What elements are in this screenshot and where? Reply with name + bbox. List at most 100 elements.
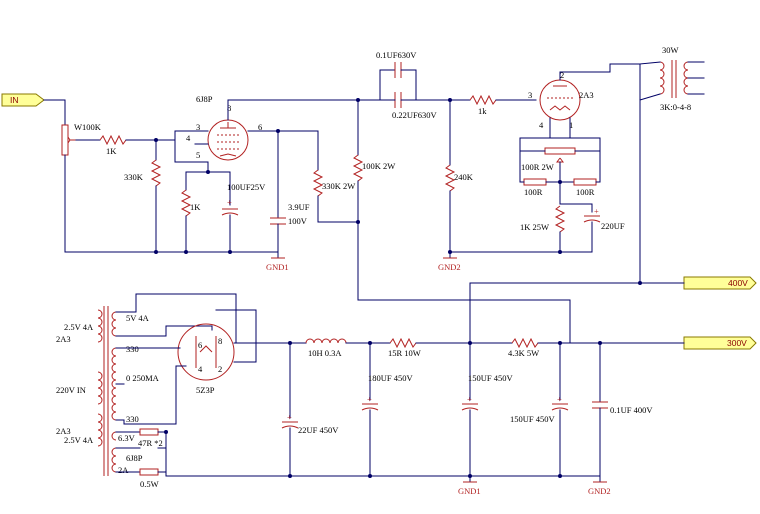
rectifier-pin-2: 2	[218, 364, 222, 374]
power-transformer	[97, 306, 117, 476]
resistor-0-5w-label: 0.5W	[140, 479, 159, 489]
hum-pot-100r-2w	[544, 147, 576, 155]
gnd2-bottom-label: GND2	[588, 486, 611, 496]
svg-text:+: +	[594, 206, 599, 216]
capacitor-22uf-label: 22UF 450V	[298, 425, 339, 435]
rectifier-label: 5Z3P	[196, 385, 215, 395]
cathode-capacitor-220uf: +	[583, 206, 601, 223]
coupling-capacitor-0-1uf	[379, 62, 417, 101]
capacitor-3-9uf-label: 3.9UF	[288, 202, 310, 212]
grid-resistor-330k	[150, 159, 162, 187]
b400-port: 400V	[683, 276, 757, 290]
ground-symbol-gnd1-bottom: GND1	[458, 481, 481, 496]
tube-6j8p: 6J8P 8 3 4 5 6	[186, 94, 262, 161]
secondary-6-3v: 6.3V	[118, 433, 136, 443]
bypass-capacitor-0-1uf	[592, 401, 608, 409]
b300-port-label: 300V	[727, 338, 747, 348]
rectifier-pin-8: 8	[218, 336, 222, 346]
resistor-4-3k-5w	[511, 337, 539, 349]
pin-4-label: 4	[186, 133, 191, 143]
svg-text:+: +	[467, 394, 472, 404]
ground-symbol-gnd2-top: GND2	[438, 257, 461, 272]
input-port: IN	[1, 93, 45, 107]
resistor-4-3k-label: 4.3K 5W	[508, 348, 539, 358]
rectifier-pin-6: 6	[198, 340, 202, 350]
input-resistor-1k	[99, 134, 127, 146]
grid-stopper-1k	[469, 94, 497, 106]
b400-port-label: 400V	[728, 278, 748, 288]
svg-text:+: +	[367, 394, 372, 404]
pin-3-label: 3	[196, 122, 200, 132]
secondary-2a: 2A	[118, 465, 129, 475]
cathode-resistor-1k-25w	[554, 205, 566, 233]
plate-resistor-label: 330K 2W	[322, 181, 355, 191]
capacitor-150uf-a-label: 150UF 450V	[468, 373, 513, 383]
primary-220v-label: 220V IN	[56, 385, 86, 395]
balance-resistor-100r-a	[523, 178, 547, 186]
potentiometer-label: W100K	[74, 122, 102, 132]
resistor-47r-label: 47R *2	[138, 438, 163, 448]
resistor-100r-b-label: 100R	[576, 187, 595, 197]
grid-resistor-240k-label: 240K	[454, 172, 474, 182]
pin-2-label: 2	[560, 70, 564, 80]
input-stage: W100K 1K 330K	[43, 99, 176, 253]
capacitor-220uf-label: 220UF	[601, 221, 625, 231]
svg-text:+: +	[287, 412, 292, 422]
output-transformer-ratio: 3K:0-4-8	[660, 102, 691, 112]
resistor-100k-label: 100K 2W	[362, 161, 395, 171]
hum-pot-label: 100R 2W	[521, 162, 554, 172]
tap-0-250ma: 0 250MA	[126, 373, 160, 383]
resistor-100r-a-label: 100R	[524, 187, 543, 197]
ground-symbol-gnd2-bottom: GND2	[588, 481, 611, 496]
gnd1-top-label: GND1	[266, 262, 289, 272]
filter-capacitor-180uf: +	[361, 394, 379, 411]
pin-3b-label: 3	[528, 90, 532, 100]
resistor-1k-25w-label: 1K 25W	[520, 222, 549, 232]
pin-1-label: 1	[569, 120, 573, 130]
grid-resistor-240k	[444, 164, 456, 192]
capacitor-0-22uf-label: 0.22UF630V	[392, 110, 437, 120]
cathode-capacitor-label: 100UF25V	[227, 182, 266, 192]
tap-330-bottom: 330	[126, 414, 139, 424]
secondary-6j8p: 6J8P	[126, 453, 143, 463]
filter-capacitor-22uf: +	[281, 412, 299, 429]
cathode-capacitor-100uf: +	[221, 197, 239, 216]
capacitor-150uf-b-label: 150UF 450V	[510, 414, 555, 424]
balance-resistor-100r-b	[573, 178, 597, 186]
capacitor-3-9uf-voltage: 100V	[288, 216, 308, 226]
secondary-2-5v-top: 2.5V 4A	[64, 322, 94, 332]
pin-8-label: 8	[227, 103, 231, 113]
tube-2a3: 2A3 2 3 4 1	[528, 70, 594, 130]
output-transformer: 30W 3K:0-4-8	[659, 45, 705, 112]
rectifier-tube-5z3p: 5Z3P 8 6 4 2	[177, 323, 235, 395]
grid-stopper-label: 1k	[478, 106, 487, 116]
gnd1-bottom-label: GND1	[458, 486, 481, 496]
input-resistor-label: 1K	[106, 146, 117, 156]
tap-330-top: 330	[126, 344, 139, 354]
pin-6-label: 6	[258, 122, 262, 132]
secondary-2-5v-bottom: 2.5V 4A	[64, 435, 94, 445]
b300-port: 300V	[683, 336, 757, 350]
rectifier-pin-4: 4	[198, 364, 203, 374]
cathode-resistor-label: 1K	[190, 202, 201, 212]
cathode-resistor-1k	[180, 189, 192, 217]
resistor-15r-10w	[389, 337, 417, 349]
hum-resistor-47r-a	[139, 428, 159, 436]
gnd2-top-label: GND2	[438, 262, 461, 272]
pin-4b-label: 4	[539, 120, 544, 130]
filter-choke-10h	[305, 338, 347, 344]
capacitor-0-1uf-400v-label: 0.1UF 400V	[610, 405, 653, 415]
coupling-capacitor-0-22uf	[394, 92, 402, 108]
filter-capacitor-150uf-a: +	[461, 394, 479, 411]
resistor-15r-label: 15R 10W	[388, 348, 421, 358]
ground-symbol-gnd1-top: GND1	[266, 257, 289, 272]
pin-5-label: 5	[196, 150, 200, 160]
input-port-label: IN	[10, 95, 19, 105]
plate-resistor-100k-2w	[352, 154, 364, 182]
volume-potentiometer	[61, 124, 69, 156]
secondary-5v-label: 5V 4A	[126, 313, 150, 323]
grid-resistor-label: 330K	[124, 172, 144, 182]
capacitor-180uf-label: 180UF 450V	[368, 373, 413, 383]
output-transformer-power: 30W	[662, 45, 679, 55]
tube-6j8p-label: 6J8P	[196, 94, 213, 104]
